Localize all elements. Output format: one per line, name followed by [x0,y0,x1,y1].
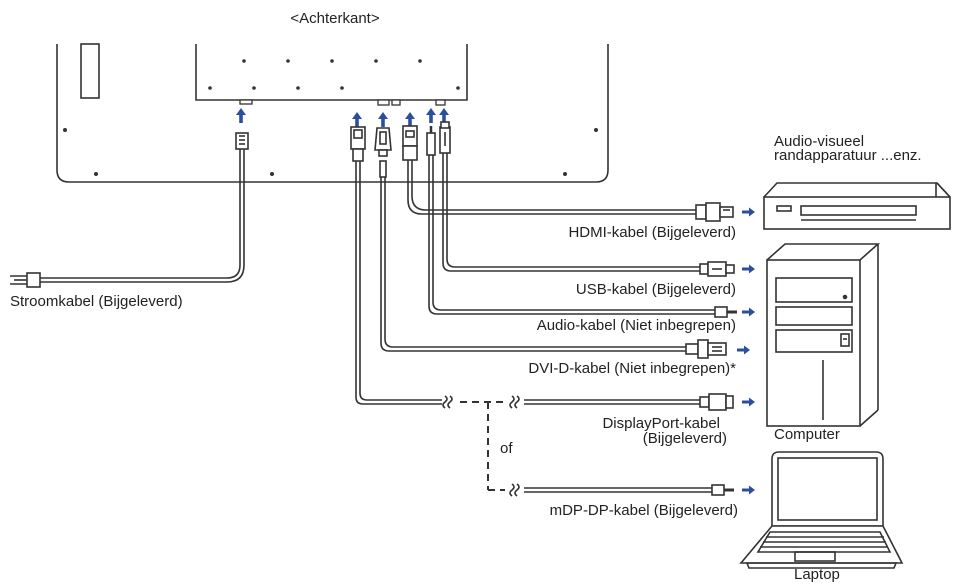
laptop-label: Laptop [794,566,840,583]
dvi-cable-label: DVI-D-kabel (Niet inbegrepen)* [528,360,736,377]
displayport-cable [350,126,734,497]
monitor-rear [56,43,609,183]
monitor-ports [239,99,446,106]
av-equipment-label-line2: randapparatuur ...enz. [774,147,922,164]
mdp-cable-label: mDP-DP-kabel (Bijgeleverd) [549,502,738,519]
diagram-title: <Achterkant> [290,10,380,27]
monitor-screws [63,59,598,176]
hdmi-cable-label: HDMI-kabel (Bijgeleverd) [568,224,736,241]
displayport-cable-label-line2: (Bijgeleverd) [642,430,727,447]
dvi-cable [374,127,727,359]
port-arrows [236,108,449,127]
hdmi-cable [402,125,734,222]
computer-label: Computer [774,426,840,443]
audio-cable [426,126,737,318]
usb-cable-label: USB-kabel (Bijgeleverd) [575,281,736,298]
laptop-icon [739,451,904,569]
power-cable [10,132,249,288]
displayport-cable-label-line1: DisplayPort-kabel [602,415,720,432]
device-arrows [737,207,755,495]
usb-cable [439,121,735,277]
power-cable-label: Stroomkabel (Bijgeleverd) [10,293,183,310]
or-label: of [500,440,513,457]
av-equipment-label-line1: Audio-visueel [774,133,865,150]
av-equipment-icon [763,182,951,230]
computer-icon [766,243,881,427]
audio-cable-label: Audio-kabel (Niet inbegrepen) [536,317,736,334]
